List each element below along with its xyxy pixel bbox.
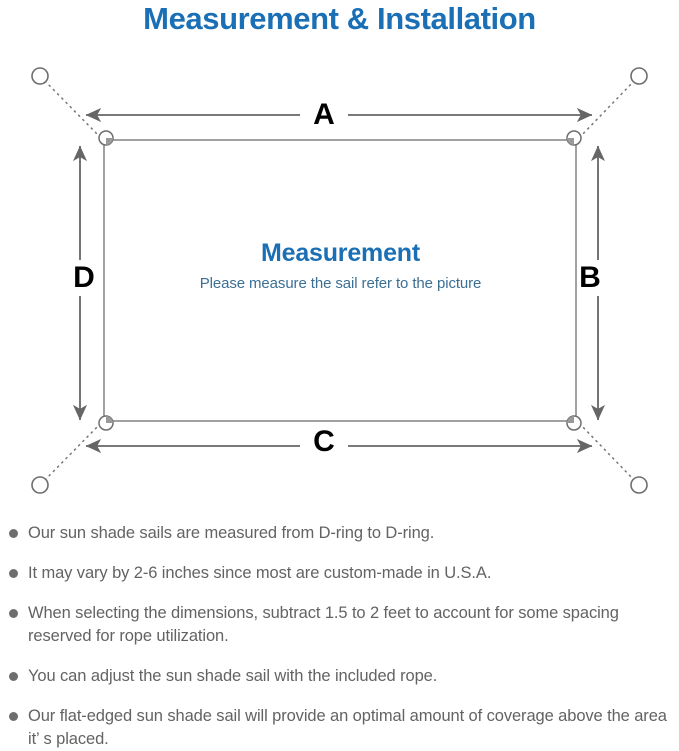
shade-sail-measurement-diagram: A B C D Measurement Please measure the s…	[0, 48, 679, 518]
note-item: When selecting the dimensions, subtract …	[0, 602, 679, 648]
diagram-canvas	[31, 67, 648, 494]
note-item: Our sun shade sails are measured from D-…	[0, 522, 679, 545]
rope-top-left	[43, 79, 102, 139]
d-ring-shading	[106, 138, 574, 423]
d-ring-shade-tr	[567, 138, 574, 145]
diagram-heading: Measurement	[261, 239, 420, 267]
bullet-icon	[9, 529, 18, 538]
anchor-ring-bottom-left	[31, 476, 49, 494]
rope-bottom-left	[43, 422, 102, 482]
rope-lines	[43, 79, 636, 482]
bullet-icon	[9, 609, 18, 618]
note-text: Our sun shade sails are measured from D-…	[28, 524, 435, 542]
bullet-icon	[9, 712, 18, 721]
anchor-ring-bottom-right	[630, 476, 648, 494]
note-item: It may vary by 2-6 inches since most are…	[0, 562, 679, 585]
anchor-ring-top-left	[31, 67, 49, 85]
dimension-label-d: D	[73, 261, 95, 294]
d-ring-shade-br	[567, 416, 574, 423]
rope-bottom-right	[578, 422, 636, 482]
note-item: Our flat-edged sun shade sail will provi…	[0, 705, 679, 751]
note-item: You can adjust the sun shade sail with t…	[0, 665, 679, 688]
note-text: Our flat-edged sun shade sail will provi…	[28, 707, 667, 748]
dimension-label-c: C	[313, 425, 335, 458]
bullet-icon	[9, 569, 18, 578]
d-ring-shade-bl	[106, 416, 113, 423]
dimension-label-a: A	[313, 98, 335, 131]
anchor-ring-top-right	[630, 67, 648, 85]
d-ring-shade-tl	[106, 138, 113, 145]
notes-list: Our sun shade sails are measured from D-…	[0, 522, 679, 751]
sail-rectangle	[103, 139, 577, 422]
note-text: You can adjust the sun shade sail with t…	[28, 667, 438, 685]
anchor-rings	[31, 67, 648, 494]
dimension-label-b: B	[579, 261, 601, 294]
page-title: Measurement & Installation	[143, 1, 536, 36]
bullet-icon	[9, 672, 18, 681]
note-text: It may vary by 2-6 inches since most are…	[28, 564, 492, 582]
note-text: When selecting the dimensions, subtract …	[28, 604, 619, 645]
rope-top-right	[578, 79, 636, 139]
diagram-subtext: Please measure the sail refer to the pic…	[199, 275, 482, 292]
diagram-center-text: Measurement Please measure the sail refe…	[104, 238, 577, 294]
